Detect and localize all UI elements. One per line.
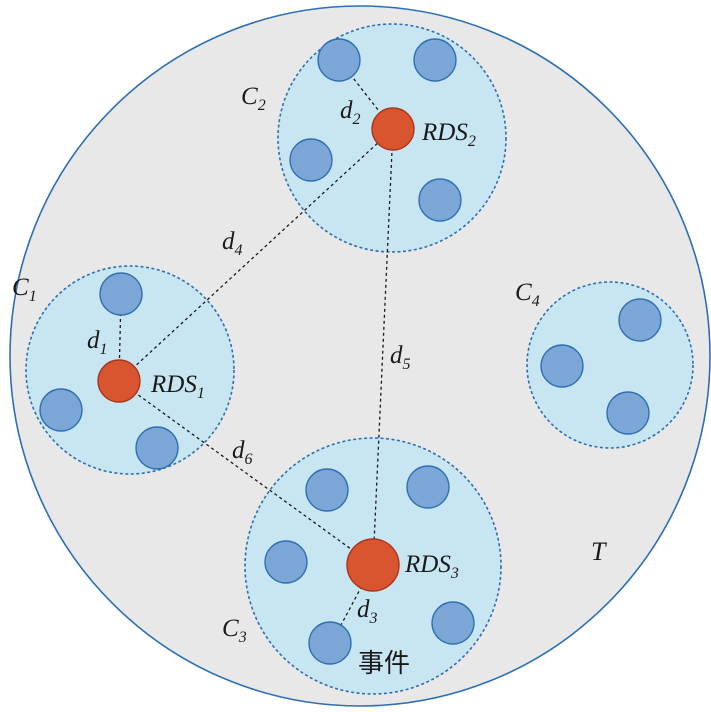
distance-label-d6: d6 [232,437,253,468]
distance-label-d3: d3 [357,596,378,627]
node [418,178,462,222]
cluster-label-c3: C3 [222,615,247,646]
rds-label-3: RDS3 [404,551,459,582]
rds-label-1: RDS1 [150,371,205,402]
distance-label-d1: d1 [87,327,108,358]
rds-nodes [97,107,415,592]
node [135,426,179,470]
node [618,298,662,342]
line-d4 [118,128,394,382]
rds-node-3 [346,538,400,592]
node [99,272,143,316]
line-d5 [372,128,394,566]
area-label-t: T [591,537,607,566]
node [431,601,475,645]
rds-node-2 [371,107,415,151]
distance-label-d5: d5 [390,342,411,373]
rds-label-2: RDS2 [421,119,476,150]
cluster-label-c4: C4 [515,279,540,310]
node [289,138,333,182]
node [540,344,584,388]
distance-label-d2: d2 [340,97,361,128]
rds-node-1 [97,359,141,403]
node [305,468,349,512]
node [406,465,450,509]
cluster-label-c2: C2 [241,83,266,114]
cluster-label-c1: C1 [12,274,37,305]
node [413,38,457,82]
node [308,621,352,665]
node [317,38,361,82]
line-d6 [118,380,374,566]
sensor-nodes [39,38,662,665]
node [39,388,83,432]
node [606,391,650,435]
node [264,540,308,584]
monitoring-area [9,5,711,707]
event-label: 事件 [358,649,410,679]
distance-label-d4: d4 [222,228,243,259]
